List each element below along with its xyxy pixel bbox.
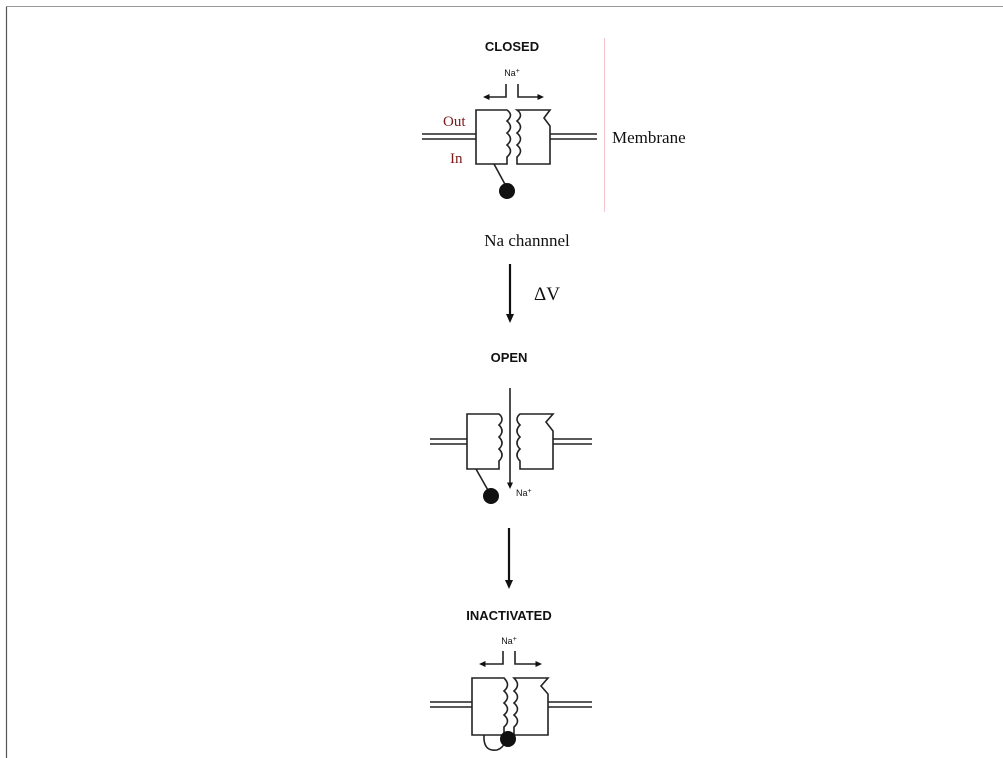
closed-state: CLOSED Na+ Out In Membrane [422,39,686,199]
open-title: OPEN [491,350,528,365]
open-channel-right-subunit [516,413,555,470]
open-gate-ball [483,488,499,504]
in-label: In [450,151,463,167]
closed-left-flow-arrow [483,84,507,100]
closed-channel-right-subunit [514,109,552,165]
closed-membrane [422,133,597,140]
open-gate-chain [475,468,490,493]
inactivated-channel-left-subunit [471,677,509,736]
inactivated-title: INACTIVATED [466,608,551,623]
closed-channel-left-subunit [475,109,512,165]
inactivated-channel-right-subunit [512,677,550,736]
inactivated-state: INACTIVATED Na+ [430,608,592,752]
closed-gate-ball [499,183,515,199]
inactivated-na-label: Na+ [501,636,517,646]
inactivated-right-flow-arrow [514,651,542,667]
closed-na-label: Na+ [504,68,520,78]
open-state: OPEN Na+ [430,350,592,504]
membrane-label: Membrane [612,128,686,147]
open-membrane [430,438,592,445]
out-label: Out [443,114,466,130]
inactivated-gate-ball [500,731,516,747]
open-na-label: Na+ [516,488,532,498]
inactivated-membrane [430,701,592,708]
closed-right-flow-arrow [517,84,544,100]
open-channel-left-subunit [466,413,503,470]
delta-v-label: ΔV [534,284,560,305]
closed-title: CLOSED [485,39,539,54]
inactivated-left-flow-arrow [479,651,504,667]
channel-label: Na channnel [484,231,570,250]
frame [5,6,1003,758]
